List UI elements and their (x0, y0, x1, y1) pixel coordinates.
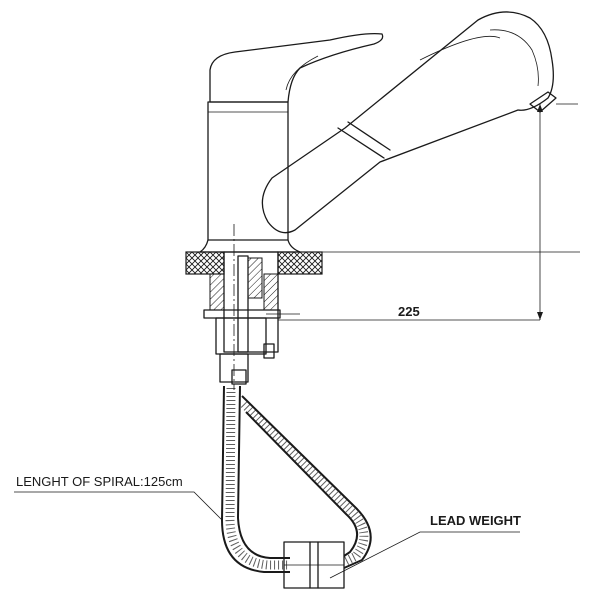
lever-handle-detail (285, 55, 319, 91)
lever-handle (209, 32, 384, 103)
countertop-left (185, 251, 225, 275)
spiral-hose-inner (236, 385, 290, 559)
pull-out-spout (261, 11, 554, 234)
threaded-sleeve-left (209, 273, 225, 311)
spiral-leader (14, 491, 223, 521)
dim-arrow-bottom (537, 312, 543, 320)
spout-ring-2 (347, 121, 391, 151)
spiral-hose-loop-inner (245, 411, 358, 557)
dim-arrow-top (537, 104, 543, 112)
spiral-hose-outer (220, 385, 290, 573)
inner-tube-2 (247, 257, 263, 299)
inner-tube (237, 255, 249, 353)
dimension-value: 225 (398, 304, 420, 319)
tap-body (207, 101, 289, 241)
hose-fitting-nut (231, 369, 247, 385)
spiral-hose-rib (225, 387, 290, 570)
spout-highlight-2 (419, 35, 501, 61)
hose-connector (263, 343, 275, 359)
spout-nozzle (529, 91, 557, 113)
weight-leader (329, 531, 520, 579)
threaded-sleeve-right (263, 273, 279, 311)
spout-highlight (489, 29, 539, 87)
spout-ring-1 (337, 127, 385, 159)
tap-base (199, 239, 301, 253)
weight-label: LEAD WEIGHT (430, 513, 521, 528)
hose-fitting (219, 353, 249, 383)
spiral-hose-loop-outer (241, 395, 372, 569)
countertop-right (277, 251, 323, 275)
spiral-label: LENGHT OF SPIRAL:125cm (16, 474, 183, 489)
